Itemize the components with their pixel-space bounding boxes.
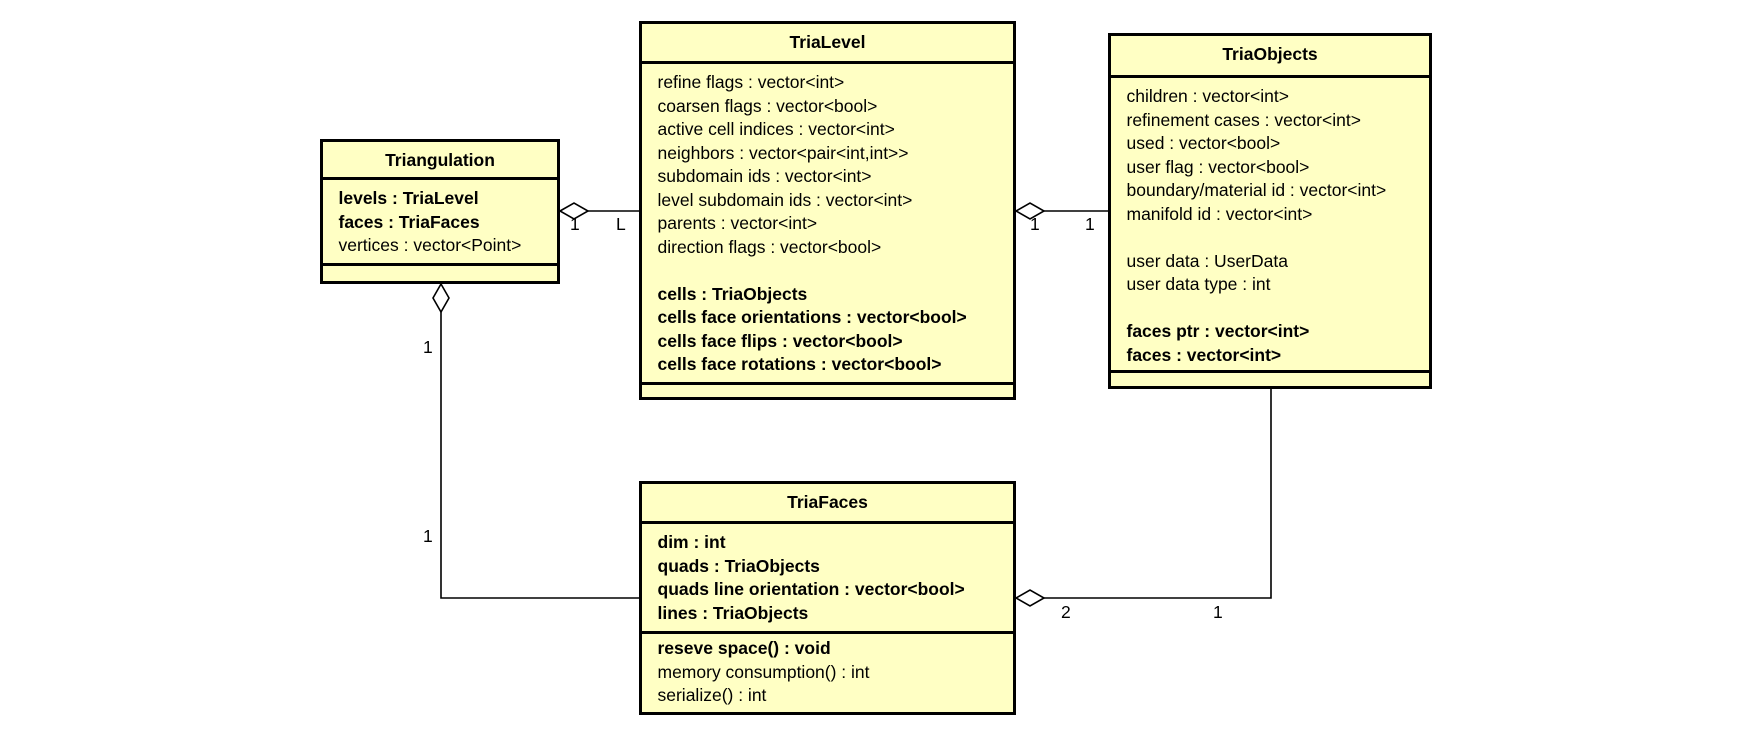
class-name: TriaLevel — [642, 24, 1013, 64]
aggregation-diamond-triangulation-triafaces — [432, 282, 450, 314]
class-member: cells : TriaObjects — [657, 283, 808, 304]
multiplicity-label: L — [616, 214, 626, 234]
aggregation-diamond-triangulation-trialevel — [558, 202, 590, 220]
multiplicity-label: 1 — [423, 337, 433, 357]
class-member: levels : TriaLevel — [338, 188, 479, 208]
edge-triafaces-triaobjects — [1016, 388, 1272, 599]
operations-compartment — [1111, 370, 1429, 373]
class-member: cells face rotations : vector<bool> — [657, 354, 942, 374]
class-member: user data : UserData — [1126, 250, 1288, 271]
attributes-compartment: dim : int quads : TriaObjects quads line o… — [642, 524, 1013, 631]
class-name: TriaObjects — [1111, 36, 1429, 78]
multiplicity-label: 1 — [423, 526, 433, 546]
class-member: cells face orientations : vector<bool> — [657, 307, 967, 327]
class-triangulation: Triangulation levels : TriaLevel faces : … — [320, 139, 560, 284]
class-member: dim : int — [657, 532, 726, 552]
class-name: Triangulation — [323, 142, 557, 180]
class-member: direction flags : vector<bool> — [657, 236, 882, 257]
aggregation-diamond-trialevel-triaobjects — [1014, 202, 1046, 220]
class-member: used : vector<bool> — [1126, 133, 1281, 153]
member-spacer — [658, 259, 1014, 283]
edge-triangulation-triafaces — [440, 284, 639, 599]
class-member: parents : vector<int> — [657, 213, 818, 233]
multiplicity-label: 1 — [1213, 602, 1223, 622]
class-name: TriaFaces — [642, 484, 1013, 524]
multiplicity-label: 1 — [570, 214, 580, 234]
class-member: user flag : vector<bool> — [1126, 156, 1310, 177]
class-member: refine flags : vector<int> — [657, 72, 845, 92]
attributes-compartment: refine flags : vector<int> coarsen flags … — [642, 64, 1013, 382]
class-member: serialize() : int — [657, 685, 767, 705]
class-triafaces: TriaFaces dim : int quads : TriaObjects qu… — [639, 481, 1016, 715]
class-member: boundary/material id : vector<int> — [1126, 180, 1387, 200]
operations-compartment — [642, 382, 1013, 385]
attributes-compartment: levels : TriaLevel faces : TriaFaces verti… — [323, 180, 557, 263]
class-member: faces : TriaFaces — [338, 211, 480, 232]
class-member: active cell indices : vector<int> — [657, 119, 895, 139]
member-spacer — [1127, 226, 1430, 250]
class-member: faces : vector<int> — [1126, 344, 1282, 365]
class-member: lines : TriaObjects — [657, 602, 809, 623]
class-triaobjects: TriaObjects children : vector<int> refine… — [1108, 33, 1432, 389]
operations-compartment — [323, 263, 557, 266]
class-member: reseve space() : void — [657, 638, 831, 658]
class-member: quads line orientation : vector<bool> — [657, 579, 965, 599]
class-trialevel: TriaLevel refine flags : vector<int> coar… — [639, 21, 1016, 400]
multiplicity-label: 1 — [1030, 214, 1040, 234]
class-member: neighbors : vector<pair<int,int>> — [657, 142, 909, 163]
class-member: quads : TriaObjects — [657, 555, 820, 576]
member-spacer — [1127, 297, 1430, 321]
operations-compartment: reseve space() : void memory consumption(… — [642, 631, 1013, 708]
attributes-compartment: children : vector<int> refinement cases :… — [1111, 78, 1429, 370]
class-member: cells face flips : vector<bool> — [657, 330, 903, 351]
class-member: coarsen flags : vector<bool> — [657, 95, 878, 116]
class-member: refinement cases : vector<int> — [1126, 109, 1361, 130]
class-member: user data type : int — [1126, 274, 1271, 294]
multiplicity-label: 2 — [1061, 602, 1071, 622]
class-member: faces ptr : vector<int> — [1126, 321, 1310, 341]
class-member: memory consumption() : int — [657, 661, 870, 682]
aggregation-diamond-triafaces-triaobjects — [1014, 589, 1046, 607]
class-member: level subdomain ids : vector<int> — [657, 189, 913, 210]
class-member: manifold id : vector<int> — [1126, 203, 1313, 224]
class-member: subdomain ids : vector<int> — [657, 166, 872, 186]
class-member: vertices : vector<Point> — [338, 235, 522, 255]
class-member: children : vector<int> — [1126, 86, 1289, 106]
multiplicity-label: 1 — [1085, 214, 1095, 234]
